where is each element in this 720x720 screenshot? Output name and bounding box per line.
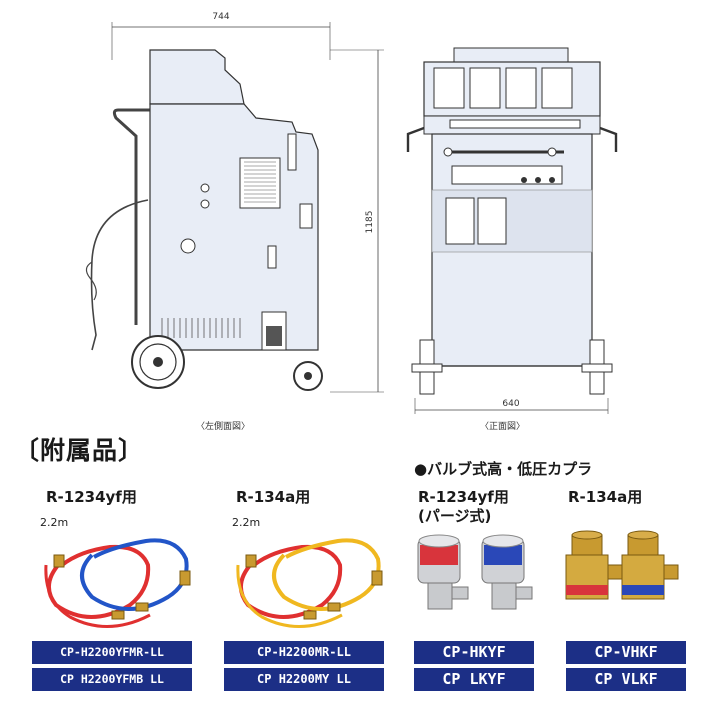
hose-set-red-blue-image: [44, 538, 191, 628]
code-cp-h2200mr-ll: CP-H2200MR-LL: [224, 641, 384, 664]
item-4-title: R-134a用: [568, 488, 643, 506]
code-cp-vhkf: CP-VHKF: [566, 641, 686, 664]
technical-drawing: 744: [85, 12, 618, 414]
coupler-vhkf-vlkf-image: [565, 530, 679, 600]
code-cp-vlkf: CP VLKF: [566, 668, 686, 691]
front-view: [406, 47, 618, 395]
item-1-title: R-1234yf用: [46, 488, 137, 506]
code-cp-h2200my-ll: CP H2200MY LL: [224, 668, 384, 691]
front-view-caption: 〈正面図〉: [480, 422, 526, 432]
side-view-caption: 〈左側面図〉: [196, 422, 251, 432]
item-2-title: R-134a用: [236, 488, 311, 506]
item-3-subtitle: (パージ式): [418, 507, 492, 525]
hose-set-red-yellow-image: [236, 538, 383, 628]
code-cp-lkyf: CP LKYF: [414, 668, 534, 691]
height-label: 1185: [365, 211, 375, 234]
item-1-length: 2.2m: [40, 516, 69, 529]
front-width-dimension: 640: [414, 398, 609, 414]
item-3-title: R-1234yf用: [418, 488, 509, 506]
front-width-label: 640: [502, 399, 519, 409]
coupler-heading: ●バルブ式高・低圧カプラ: [414, 460, 593, 478]
width-label: 744: [212, 12, 229, 22]
accessories-heading: 〔附属品〕: [14, 436, 145, 465]
code-cp-h2200yfmb-ll: CP H2200YFMB LL: [32, 668, 192, 691]
accessory-images: [44, 530, 679, 628]
item-2-length: 2.2m: [232, 516, 261, 529]
code-cp-h2200yfmr-ll: CP-H2200YFMR-LL: [32, 641, 192, 664]
side-view: [85, 49, 323, 391]
side-width-dimension: 744: [111, 12, 331, 60]
code-cp-hkyf: CP-HKYF: [414, 641, 534, 664]
coupler-hkyf-lkyf-image: [417, 534, 533, 610]
height-dimension: 1185: [330, 49, 384, 393]
